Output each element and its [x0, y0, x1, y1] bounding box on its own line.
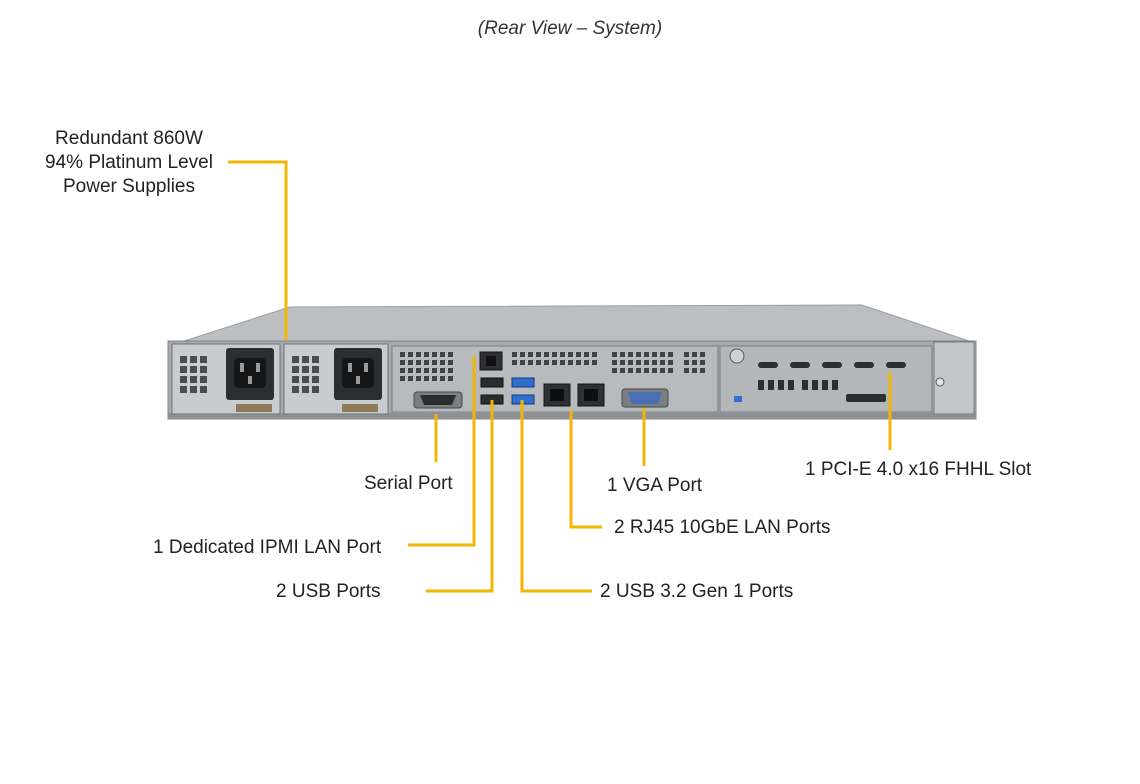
callout-vga-port: 1 VGA Port	[607, 475, 703, 496]
diagram-caption: (Rear View – System)	[477, 18, 663, 39]
leader-line-usb32-ports	[520, 400, 592, 593]
callout-usb-ports: 2 USB Ports	[276, 581, 381, 602]
leader-line-power-supplies	[228, 160, 288, 340]
callout-ipmi-lan-port: 1 Dedicated IPMI LAN Port	[153, 537, 382, 558]
leader-line-ipmi-lan	[408, 356, 476, 547]
leader-lines	[228, 160, 892, 593]
rj45-lan-ports	[543, 383, 605, 407]
pcie-slot-bracket	[719, 345, 933, 413]
chassis-top-surface	[177, 304, 973, 344]
power-supply-2	[283, 343, 389, 415]
callout-power-supplies-line-1: Redundant 860W	[55, 128, 203, 149]
callout-power-supplies: Redundant 860W 94% Platinum Level Power …	[34, 127, 224, 199]
callout-power-supplies-line-3: Power Supplies	[62, 176, 196, 197]
leader-line-rj45-lan	[569, 410, 602, 529]
leader-line-usb-ports	[426, 400, 494, 593]
serial-port	[413, 391, 463, 409]
callout-power-supplies-line-2: 94% Platinum Level	[45, 152, 213, 173]
vga-port	[621, 388, 669, 408]
callout-pcie-slot: 1 PCI-E 4.0 x16 FHHL Slot	[805, 459, 1032, 480]
callout-rj45-lan-ports: 2 RJ45 10GbE LAN Ports	[614, 517, 831, 538]
callout-serial-port: Serial Port	[364, 473, 453, 494]
chassis-right-latch	[933, 341, 975, 415]
power-supply-1	[171, 343, 281, 415]
ipmi-lan-port	[479, 351, 503, 371]
callout-usb32-ports: 2 USB 3.2 Gen 1 Ports	[600, 581, 794, 602]
